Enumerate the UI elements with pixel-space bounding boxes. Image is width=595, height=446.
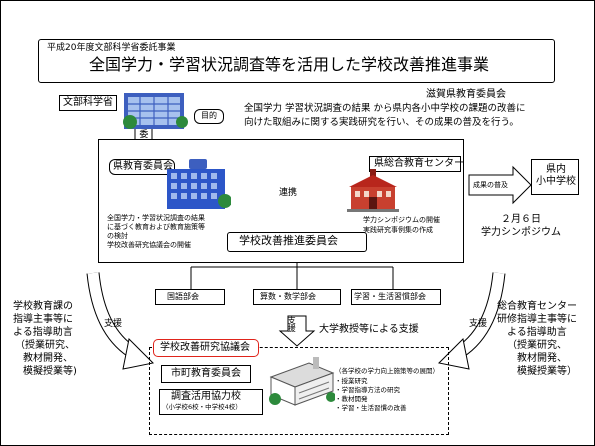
left-note-line: 教材開発、 — [23, 353, 73, 364]
practice-item: ・教材開発 — [335, 395, 368, 403]
education-center-box — [369, 156, 461, 172]
organization-label: 滋賀県教育委員会 — [426, 89, 506, 100]
right-note-line: 教材開発、 — [517, 353, 567, 364]
left-note-line: 学校教育課の — [13, 301, 73, 312]
prefectural-board-desc-2: に基づく教育および教育施策等 — [107, 223, 205, 231]
education-center-desc-2: 実践研究事例集の作成 — [363, 226, 433, 234]
symposium-name: 学力シンポジウム — [481, 227, 561, 238]
subcommittee-box — [155, 289, 225, 305]
right-support-label: 支援 — [469, 319, 488, 329]
school-types-label: （小学校6校・中学校4校） — [162, 403, 242, 411]
prefectural-board-box — [109, 159, 175, 175]
mext-label: 文部科学省 — [63, 97, 113, 108]
left-support-label: 支援 — [104, 319, 123, 329]
header-box — [38, 39, 555, 83]
support-arrow — [278, 315, 316, 347]
header-sponsor: 平成20年度文部科学省委託事業 — [47, 43, 176, 53]
right-note-line: 総合教育センター — [497, 301, 577, 312]
committee-box — [227, 232, 367, 252]
practice-title: （各学校の学力向上施策等の展開） — [335, 367, 439, 375]
purpose-text-line1: 全国学力 学習状況調査の結果 から県内各小中学校の課題の改善に — [244, 103, 526, 114]
purpose-badge — [194, 109, 224, 124]
prefectural-office-icon — [167, 159, 231, 209]
prefectural-board-label: 県教育委員会 — [113, 161, 173, 172]
right-note-line: （授業研究、 — [507, 340, 567, 351]
target-schools-box — [531, 159, 579, 195]
mext-building-icon — [123, 93, 188, 129]
education-center-icon — [347, 169, 399, 212]
mext-box — [59, 95, 117, 111]
education-center-desc-1: 学力シンポジウムの開催 — [363, 216, 440, 224]
cooperation-label: 連携 — [279, 188, 298, 198]
practice-item: ・学習・生活習慣の改善 — [335, 404, 407, 412]
left-note-line: （授業研究、 — [15, 340, 75, 351]
prefectural-board-desc-3: の検討 — [107, 232, 128, 240]
left-note-line: 模擬授業等) — [23, 366, 77, 377]
cooperating-school-label: 調査活用協力校 — [171, 391, 241, 402]
council-label: 学校改善研究協議会 — [160, 342, 250, 353]
school-building-icon — [269, 357, 335, 406]
city-board-label: 市町教育委員会 — [171, 368, 241, 379]
prefectural-board-desc-4: 学校改善研究協議会の開催 — [107, 241, 191, 249]
dissemination-label: 成果の普及 — [473, 181, 508, 189]
right-note-line: よる指導助言 — [507, 327, 567, 338]
purpose-text-line2: 向けた取組みに関する実践研究を行い、その成果の普及を行う。 — [244, 117, 519, 128]
education-center-label: 県総合教育センター — [374, 158, 464, 169]
center-support-label: 支援 — [287, 316, 297, 332]
symposium-date: ２月６日 — [501, 214, 541, 225]
prefectural-board-desc-1: 全国学力・学習状況調査の結果 — [107, 214, 205, 222]
subcommittee-math: 算数・数学部会 — [260, 292, 316, 301]
cooperating-school-box — [159, 389, 263, 415]
subcommittee-japanese: 国語部会 — [167, 292, 199, 301]
city-board-box — [161, 365, 251, 383]
university-support-label: 大学教授等による支援 — [319, 324, 419, 335]
subcommittee-box — [351, 289, 441, 305]
practice-item: ・授業研究 — [335, 377, 368, 385]
purpose-label: 目的 — [201, 111, 217, 120]
left-note-line: よる指導助言 — [13, 327, 73, 338]
local-area — [149, 347, 449, 435]
left-note-line: 指導主事等に — [13, 314, 73, 325]
page-title: 全国学力・学習状況調査等を活用した学校改善推進事業 — [89, 55, 490, 74]
subcommittee-habits: 学習・生活習慣部会 — [354, 292, 426, 301]
target-schools-label: 県内 小中学校 — [536, 164, 576, 187]
dissemination-arrow — [468, 165, 532, 205]
practice-item: ・学習指導方法の研究 — [335, 386, 400, 394]
right-note-line: 模擬授業等） — [517, 366, 577, 377]
right-note-line: 研修指導主事等に — [497, 314, 577, 325]
subcommittee-box — [253, 289, 341, 305]
council-box — [153, 339, 259, 357]
committee-label: 学校改善推進委員会 — [239, 234, 338, 247]
